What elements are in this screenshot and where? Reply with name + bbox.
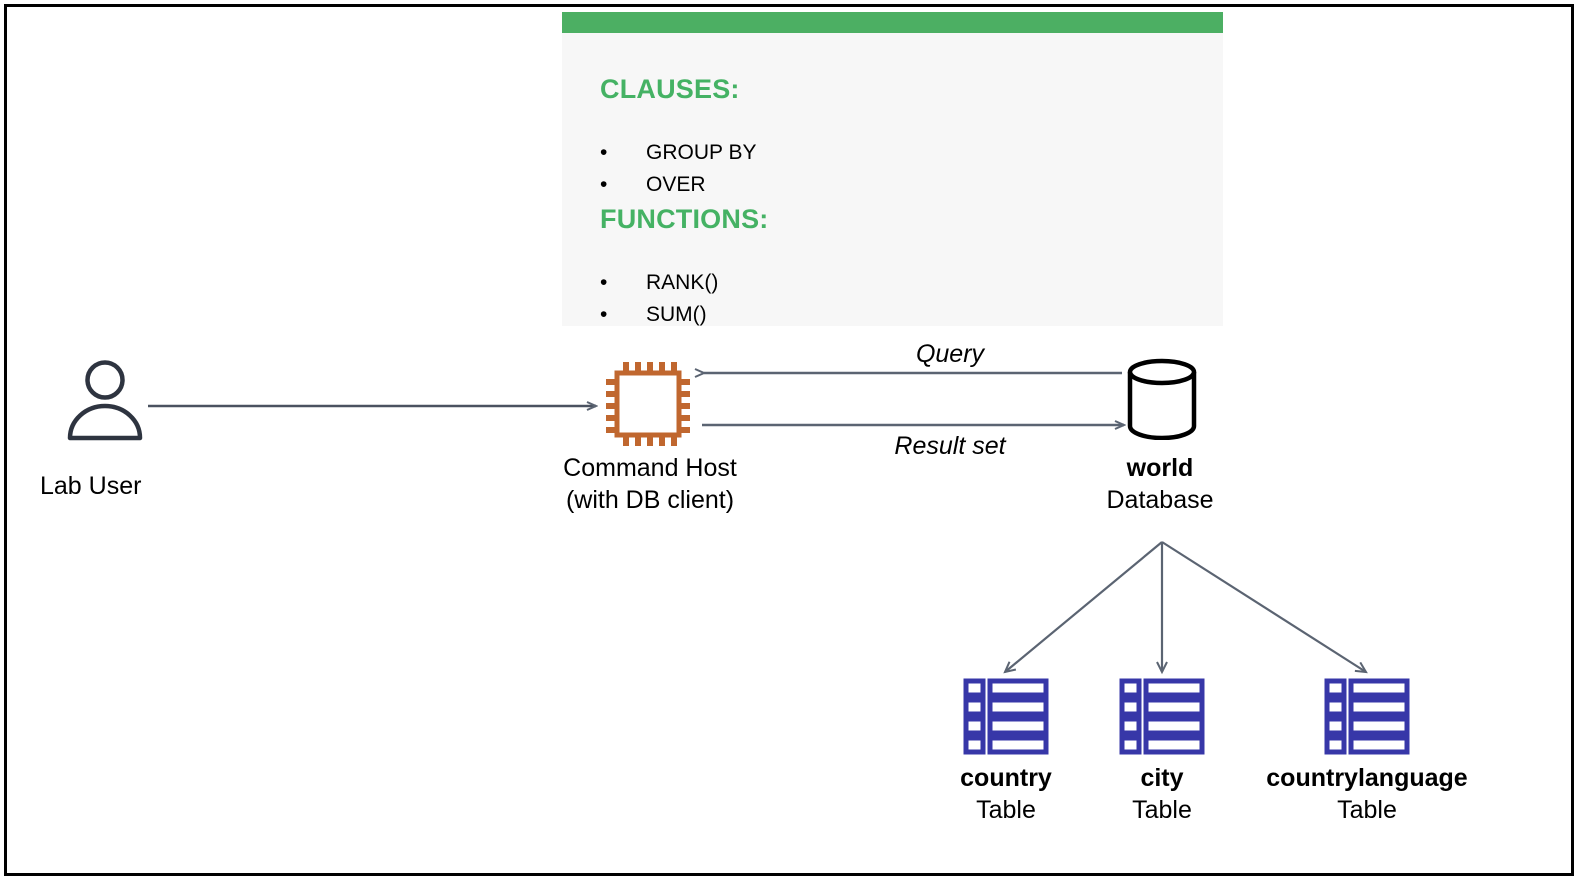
table-label-city: city Table (1032, 762, 1292, 826)
result-set-flow-label: Result set (894, 432, 1006, 460)
database-name: world (1126, 454, 1194, 482)
database-cylinder-icon (1126, 358, 1198, 441)
database-kind: Database (1106, 486, 1214, 514)
clause-item-group-by: • GROUP BY (600, 142, 756, 163)
clause-label: GROUP BY (646, 141, 757, 164)
table-kind: Table (1132, 796, 1192, 824)
clauses-functions-panel: CLAUSES: • GROUP BY • OVER FUNCTIONS: • RAN… (562, 12, 1223, 326)
bullet-icon: • (600, 271, 608, 294)
table-name: country (960, 764, 1052, 792)
lab-user-label: Lab User (40, 472, 142, 500)
clauses-heading: CLAUSES: (600, 74, 740, 104)
arrow-db-to-country (1003, 541, 1163, 674)
table-name: city (1140, 764, 1184, 792)
table-icon-city (1119, 678, 1205, 756)
cpu-chip-icon (604, 360, 692, 448)
bullet-icon: • (600, 141, 608, 164)
clause-item-over: • OVER (600, 174, 706, 195)
bullet-icon: • (600, 173, 608, 196)
panel-accent-bar (562, 12, 1223, 33)
table-kind: Table (976, 796, 1036, 824)
function-label: RANK() (646, 271, 719, 294)
function-label: SUM() (646, 303, 707, 326)
function-item-rank: • RANK() (600, 272, 718, 293)
table-icon-country (963, 678, 1049, 756)
table-icon-countrylanguage (1324, 678, 1410, 756)
database-label: world Database (1035, 452, 1285, 516)
table-label-country: country Table (876, 762, 1136, 826)
table-kind: Table (1337, 796, 1397, 824)
table-label-countrylanguage: countrylanguage Table (1222, 762, 1512, 826)
function-item-sum: • SUM() (600, 304, 707, 325)
command-host-line2: (with DB client) (565, 486, 735, 514)
clause-label: OVER (646, 173, 706, 196)
command-host-label: Command Host (with DB client) (500, 452, 800, 516)
person-icon (62, 360, 148, 442)
command-host-line1: Command Host (563, 454, 737, 482)
functions-heading: FUNCTIONS: (600, 204, 769, 234)
bullet-icon: • (600, 303, 608, 326)
query-flow-label: Query (915, 340, 985, 368)
table-name: countrylanguage (1266, 764, 1468, 792)
arrow-db-to-countrylanguage (1161, 541, 1368, 674)
